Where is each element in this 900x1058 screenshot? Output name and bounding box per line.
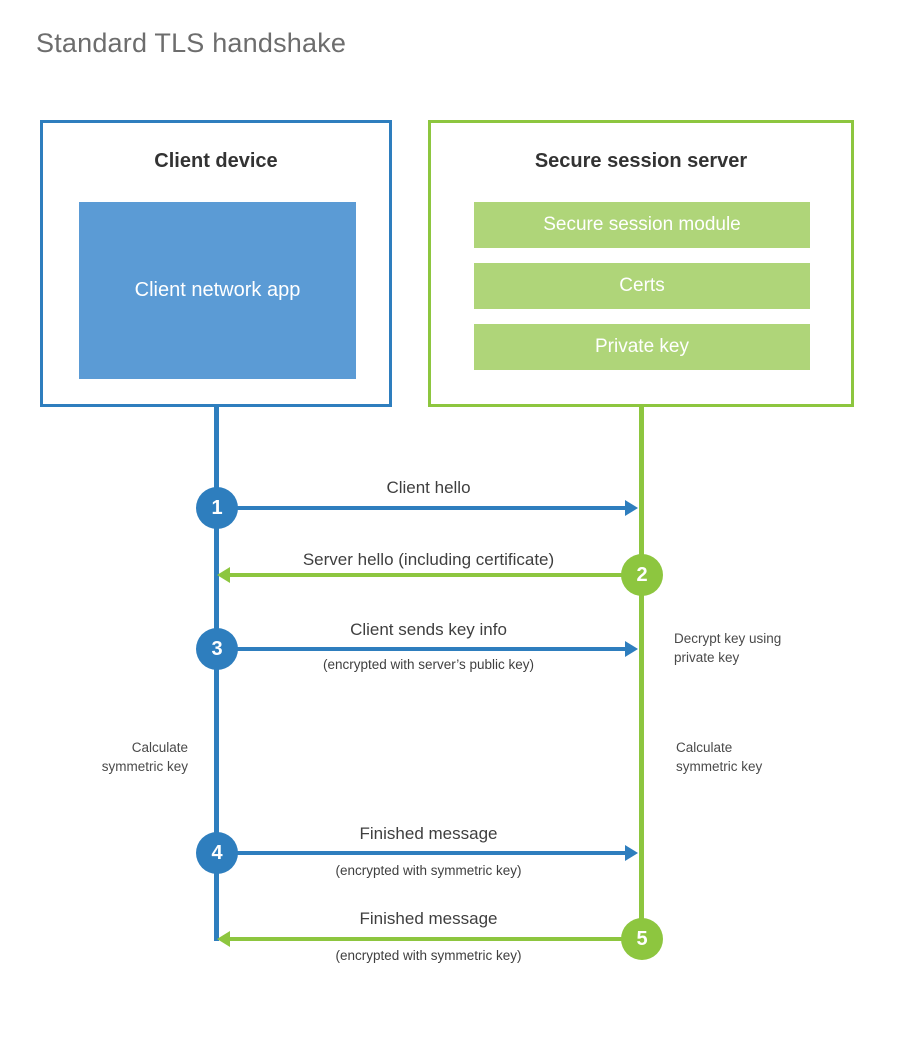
server-component-secure-session-module: Secure session module bbox=[474, 202, 810, 248]
step-5-arrow bbox=[217, 931, 641, 947]
client-device-title: Client device bbox=[154, 150, 278, 172]
step-5-sublabel: (encrypted with symmetric key) bbox=[335, 948, 522, 963]
step-2-label: Server hello (including certificate) bbox=[302, 550, 555, 569]
step-4-arrow-shaft bbox=[216, 851, 626, 855]
step-3-sublabel: (encrypted with server’s public key) bbox=[322, 657, 535, 672]
step-2-arrow-shaft bbox=[229, 573, 641, 577]
secure-session-server-box: Secure session server Secure session mod… bbox=[428, 120, 854, 407]
note-decrypt-key: Decrypt key using private key bbox=[674, 631, 782, 665]
client-device-box: Client device Client network app bbox=[40, 120, 392, 407]
step-3-arrow-shaft bbox=[216, 647, 626, 651]
page-title: Standard TLS handshake bbox=[36, 28, 347, 58]
step-2-arrow bbox=[217, 567, 641, 583]
step-3-arrow-head bbox=[625, 641, 638, 657]
step-3-label: Client sends key info bbox=[350, 620, 507, 639]
note-server-calculate-symmetric-key: Calculate symmetric key bbox=[676, 740, 763, 774]
step-5-circle: 5 bbox=[621, 918, 663, 960]
step-5-arrow-shaft bbox=[229, 937, 641, 941]
step-2-arrow-head bbox=[217, 567, 230, 583]
server-component-certs: Certs bbox=[474, 263, 810, 309]
client-network-app-block: Client network app bbox=[79, 202, 356, 379]
step-4-sublabel: (encrypted with symmetric key) bbox=[335, 863, 522, 878]
step-4-label: Finished message bbox=[359, 824, 498, 843]
step-1-arrow-shaft bbox=[216, 506, 626, 510]
step-3-arrow bbox=[216, 641, 638, 657]
step-3-circle: 3 bbox=[196, 628, 238, 670]
step-4-arrow bbox=[216, 845, 638, 861]
step-4-circle: 4 bbox=[196, 832, 238, 874]
secure-session-server-title: Secure session server bbox=[534, 150, 748, 172]
server-lifeline bbox=[639, 404, 644, 939]
step-1-arrow bbox=[216, 500, 638, 516]
step-1-circle: 1 bbox=[196, 487, 238, 529]
client-lifeline bbox=[214, 404, 219, 941]
step-5-label: Finished message bbox=[359, 909, 498, 928]
note-client-calculate-symmetric-key: Calculate symmetric key bbox=[101, 740, 188, 774]
step-5-arrow-head bbox=[217, 931, 230, 947]
step-1-label: Client hello bbox=[386, 478, 471, 497]
step-2-circle: 2 bbox=[621, 554, 663, 596]
step-1-arrow-head bbox=[625, 500, 638, 516]
server-component-private-key: Private key bbox=[474, 324, 810, 370]
step-4-arrow-head bbox=[625, 845, 638, 861]
server-component-list: Secure session module Certs Private key bbox=[474, 202, 810, 370]
